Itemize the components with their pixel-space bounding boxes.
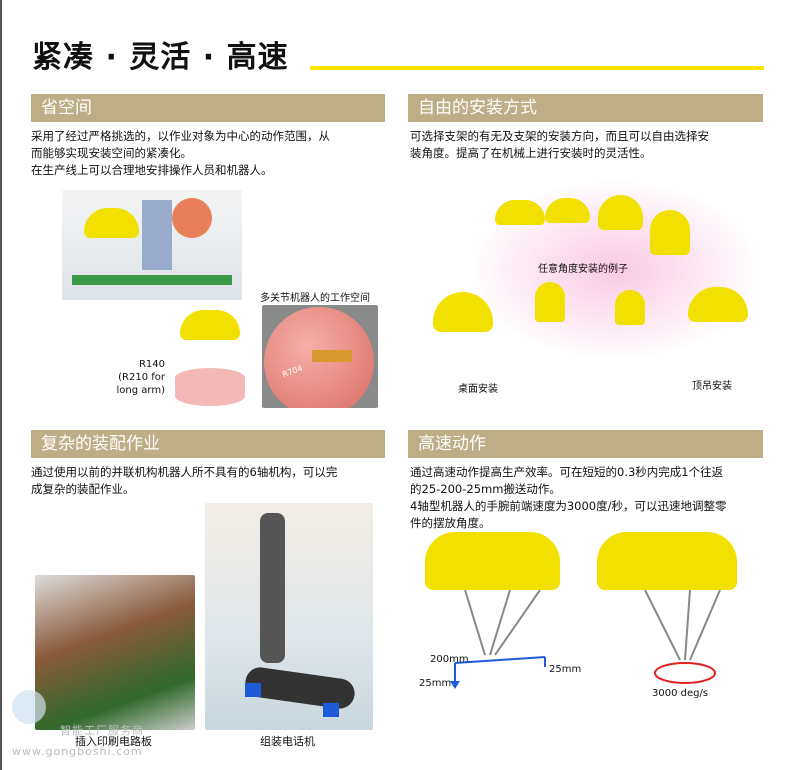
- speed-label: 3000 deg/s: [652, 688, 709, 699]
- screwdriver: [260, 513, 285, 663]
- watermark-url: www.gongboshi.com: [12, 745, 143, 758]
- robot-icon: [84, 208, 139, 238]
- section-heading-mounting: 自由的安装方式: [408, 94, 763, 122]
- workspace-label: 多关节机器人的工作空间: [260, 293, 370, 304]
- text-line: 4轴型机器人的手腕前端速度为3000度/秒，可以迅速地调整零: [410, 499, 727, 513]
- text-line: 在生产线上可以合理地安排操作人员和机器人。: [31, 163, 273, 177]
- fixture-block: [245, 683, 261, 697]
- rotation-arrow-icon: [654, 662, 716, 684]
- section-heading-assembly: 复杂的装配作业: [31, 430, 385, 458]
- robot-icon: [615, 290, 645, 325]
- text-line: 的25-200-25mm搬送动作。: [410, 482, 561, 496]
- text-line: 成复杂的装配作业。: [31, 482, 135, 496]
- motion-path: [454, 656, 546, 664]
- desk-mount-robot: [433, 292, 493, 332]
- robot-4axis-right: [597, 532, 737, 590]
- watermark-text: 智能工厂服务商: [60, 724, 144, 737]
- text-line: 而能够实现安装空间的紧凑化。: [31, 146, 192, 160]
- title-underline: [310, 66, 764, 70]
- range-label: R140: [125, 358, 165, 371]
- section-text-assembly: 通过使用以前的并联机构机器人所不具有的6轴机构，可以完 成复杂的装配作业。: [31, 464, 391, 498]
- phone-assembly-photo: [205, 503, 373, 730]
- section-heading-speed: 高速动作: [408, 430, 763, 458]
- fixture-block: [323, 703, 339, 717]
- watermark-mascot-icon: [12, 690, 46, 724]
- example-label: 任意角度安装的例子: [538, 264, 628, 275]
- text-line: 可选择支架的有无及支架的安装方向，而且可以自由选择安: [410, 129, 709, 143]
- range-label-2: (R210 for long arm): [105, 371, 165, 397]
- dim-25mm-right: 25mm: [549, 664, 582, 675]
- long-arm-label: long arm): [116, 385, 165, 396]
- robot-arms: [464, 589, 721, 661]
- text-line: 通过使用以前的并联机构机器人所不具有的6轴机构，可以完: [31, 465, 338, 479]
- section-heading-space: 省空间: [31, 94, 385, 122]
- motion-diagram: [450, 589, 721, 689]
- text-line: 通过高速动作提高生产效率。可在短短的0.3秒内完成1个往返: [410, 465, 724, 479]
- r210-label: (R210 for: [118, 372, 165, 383]
- conveyor: [72, 275, 232, 285]
- pcb-insertion-photo: [35, 575, 195, 730]
- dim-200mm: 200mm: [430, 654, 469, 665]
- robot-icon: [180, 310, 240, 340]
- robot-arm: [312, 350, 352, 362]
- robot-icon: [545, 198, 590, 223]
- page-title: 紧凑 · 灵活 · 高速: [32, 40, 289, 75]
- operator-icon: [172, 198, 212, 238]
- robot-icon: [650, 210, 690, 255]
- robot-range-illustration: [175, 310, 245, 408]
- text-line: 件的摆放角度。: [410, 516, 491, 530]
- range-cylinder: [175, 368, 245, 406]
- production-line-illustration: [62, 190, 242, 300]
- text-line: 装角度。提高了在机械上进行安装时的灵活性。: [410, 146, 652, 160]
- pcb-caption: 插入印刷电路板: [75, 735, 152, 748]
- section-text-mounting: 可选择支架的有无及支架的安装方向，而且可以自由选择安 装角度。提高了在机械上进行…: [410, 128, 770, 162]
- robot-icon: [598, 195, 643, 230]
- section-text-space: 采用了经过严格挑选的，以作业对象为中心的动作范围，从 而能够实现安装空间的紧凑化…: [31, 128, 391, 179]
- page-border: [0, 0, 2, 770]
- desk-mount-label: 桌面安装: [458, 384, 498, 395]
- dim-25mm-left: 25mm: [419, 678, 452, 689]
- arrow-head: [450, 681, 460, 689]
- phone-caption: 组装电话机: [260, 735, 315, 748]
- ceiling-mount-robot: [688, 287, 748, 322]
- text-line: 采用了经过严格挑选的，以作业对象为中心的动作范围，从: [31, 129, 330, 143]
- r140-label: R140: [138, 359, 165, 370]
- section-text-speed: 通过高速动作提高生产效率。可在短短的0.3秒内完成1个往返 的25-200-25…: [410, 464, 780, 532]
- robot-icon: [535, 282, 565, 322]
- ceiling-mount-label: 顶吊安装: [692, 381, 732, 392]
- glass-panel: [142, 200, 172, 270]
- workspace-sphere-image: R704: [262, 305, 378, 408]
- robot-icon: [495, 200, 545, 225]
- robot-4axis-left: [425, 532, 560, 590]
